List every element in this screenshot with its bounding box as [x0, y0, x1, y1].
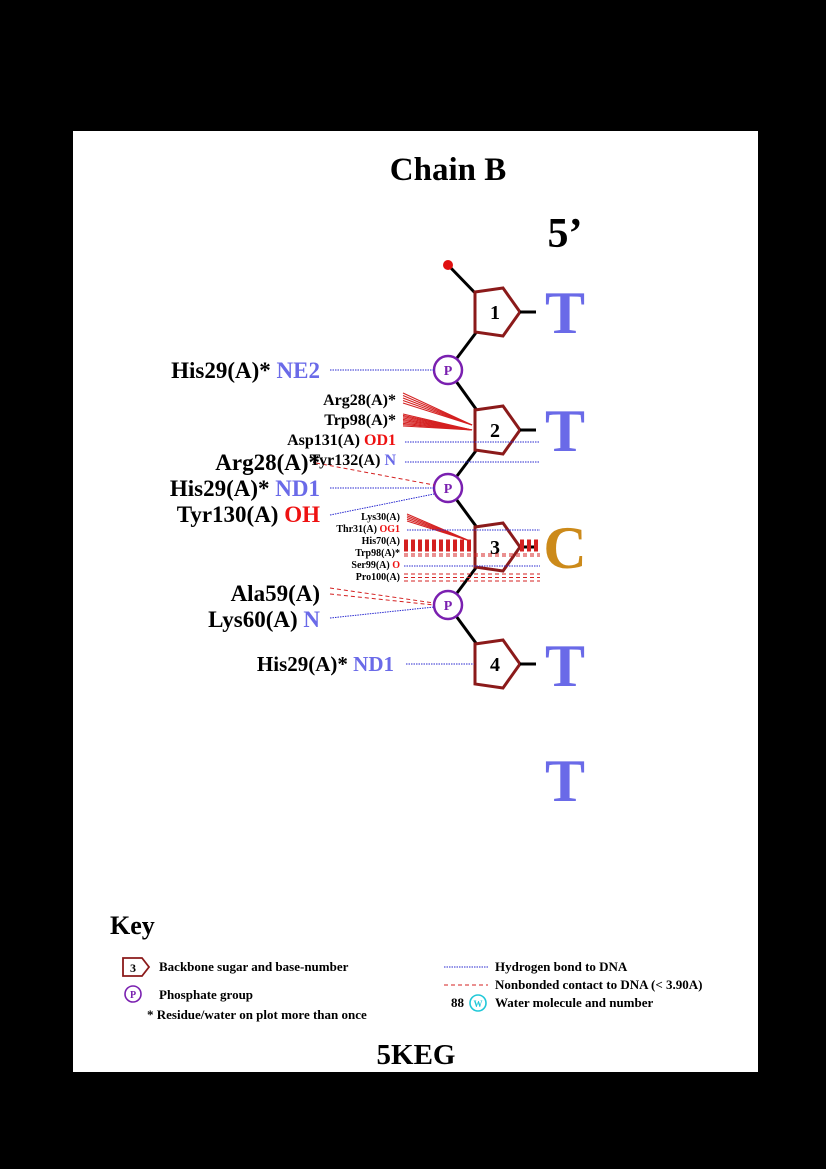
chain-title: Chain B: [390, 152, 506, 188]
base-letter: T: [545, 748, 585, 814]
atom-label: OH: [284, 502, 320, 527]
sugar-key-number: 3: [130, 961, 136, 975]
residue-label: Tyr132(A) N: [310, 452, 397, 469]
base-letter: T: [545, 398, 585, 464]
residue-label: Pro100(A): [356, 572, 400, 583]
residue-label: Ser99(A) O: [351, 560, 400, 571]
page-background: [73, 131, 758, 1072]
strand-end-label: 5’: [548, 211, 583, 257]
atom-label: N: [303, 607, 320, 632]
hydrogen-bond-line: [329, 606, 435, 619]
sugar-ring: [473, 286, 522, 338]
nonbonded-contact-line: [329, 587, 435, 604]
residue-label: Trp98(A)*: [324, 412, 396, 429]
water-key-icon: [469, 994, 487, 1012]
sugar-number: 4: [490, 654, 500, 676]
sugar-number: 2: [490, 420, 500, 442]
residue-label: Asp131(A) OD1: [287, 432, 396, 449]
water-key-number: 88: [451, 995, 465, 1010]
residue-label: Tyr130(A) OH: [177, 502, 320, 527]
sugar-key-text: Backbone sugar and base-number: [159, 959, 349, 974]
base-letter: T: [545, 633, 585, 699]
residue-labels: His29(A)* NE2 Arg28(A)* Trp98(A)* Asp131…: [170, 358, 400, 676]
terminal-oxygen: [443, 260, 453, 270]
pdb-id: 5KEG: [377, 1039, 456, 1071]
residue-label: His29(A)* ND1: [257, 652, 394, 676]
nonbonded-contact-line: [402, 402, 473, 426]
atom-label: OD1: [364, 432, 396, 449]
water-key-text: Water molecule and number: [495, 995, 654, 1010]
nonbonded-key-text: Nonbonded contact to DNA (< 3.90A): [495, 977, 702, 992]
phosphate-key-letter: P: [130, 990, 136, 1001]
nonbonded-contact-line: [329, 593, 435, 606]
atom-label: ND1: [353, 652, 394, 676]
water-key-letter: W: [474, 999, 483, 1009]
phosphate-key-text: Phosphate group: [159, 987, 253, 1002]
atom-label: O: [392, 560, 400, 571]
phosphate-key-icon: [124, 985, 142, 1003]
nonbonded-contact-line: [402, 425, 473, 431]
hbond-key-text: Hydrogen bond to DNA: [495, 959, 628, 974]
atom-label: ND1: [275, 476, 320, 501]
residue-label: His29(A)* NE2: [171, 358, 320, 383]
legend-title: Key: [110, 911, 155, 940]
atom-label: OG1: [379, 524, 400, 535]
hydrogen-bond-line: [329, 493, 435, 516]
residue-label: Ala59(A): [231, 581, 320, 606]
atom-label: NE2: [277, 358, 320, 383]
phosphate-label: P: [444, 482, 453, 497]
base-letter: T: [545, 280, 585, 346]
residue-label: His70(A): [362, 536, 400, 547]
nonbonded-contact-line: [315, 462, 435, 486]
multiple-note: * Residue/water on plot more than once: [147, 1007, 367, 1022]
legend: Key 3 Backbone sugar and base-number P P…: [110, 911, 702, 1022]
phosphate-label: P: [444, 599, 453, 614]
residue-label: Lys60(A) N: [208, 607, 320, 632]
residue-label: Arg28(A)*: [215, 450, 320, 475]
residue-label: Lys30(A): [361, 512, 400, 523]
residue-label: Trp98(A)*: [355, 548, 400, 559]
contact-lines: [315, 369, 540, 665]
sugar-key-icon: [122, 957, 151, 977]
sugar-ring: [473, 638, 522, 690]
residue-label: Arg28(A)*: [323, 392, 396, 409]
base-letter: C: [543, 515, 586, 581]
phosphate-label: P: [444, 364, 453, 379]
sugar-ring: [473, 521, 522, 573]
atom-label: N: [384, 452, 396, 469]
residue-label: His29(A)* ND1: [170, 476, 320, 501]
nonbonded-contact-line: [406, 520, 471, 542]
residue-label: Thr31(A) OG1: [336, 524, 400, 535]
sugar-number: 1: [490, 302, 500, 324]
sugar-number: 3: [490, 537, 500, 559]
phosphate-group: [432, 589, 464, 621]
